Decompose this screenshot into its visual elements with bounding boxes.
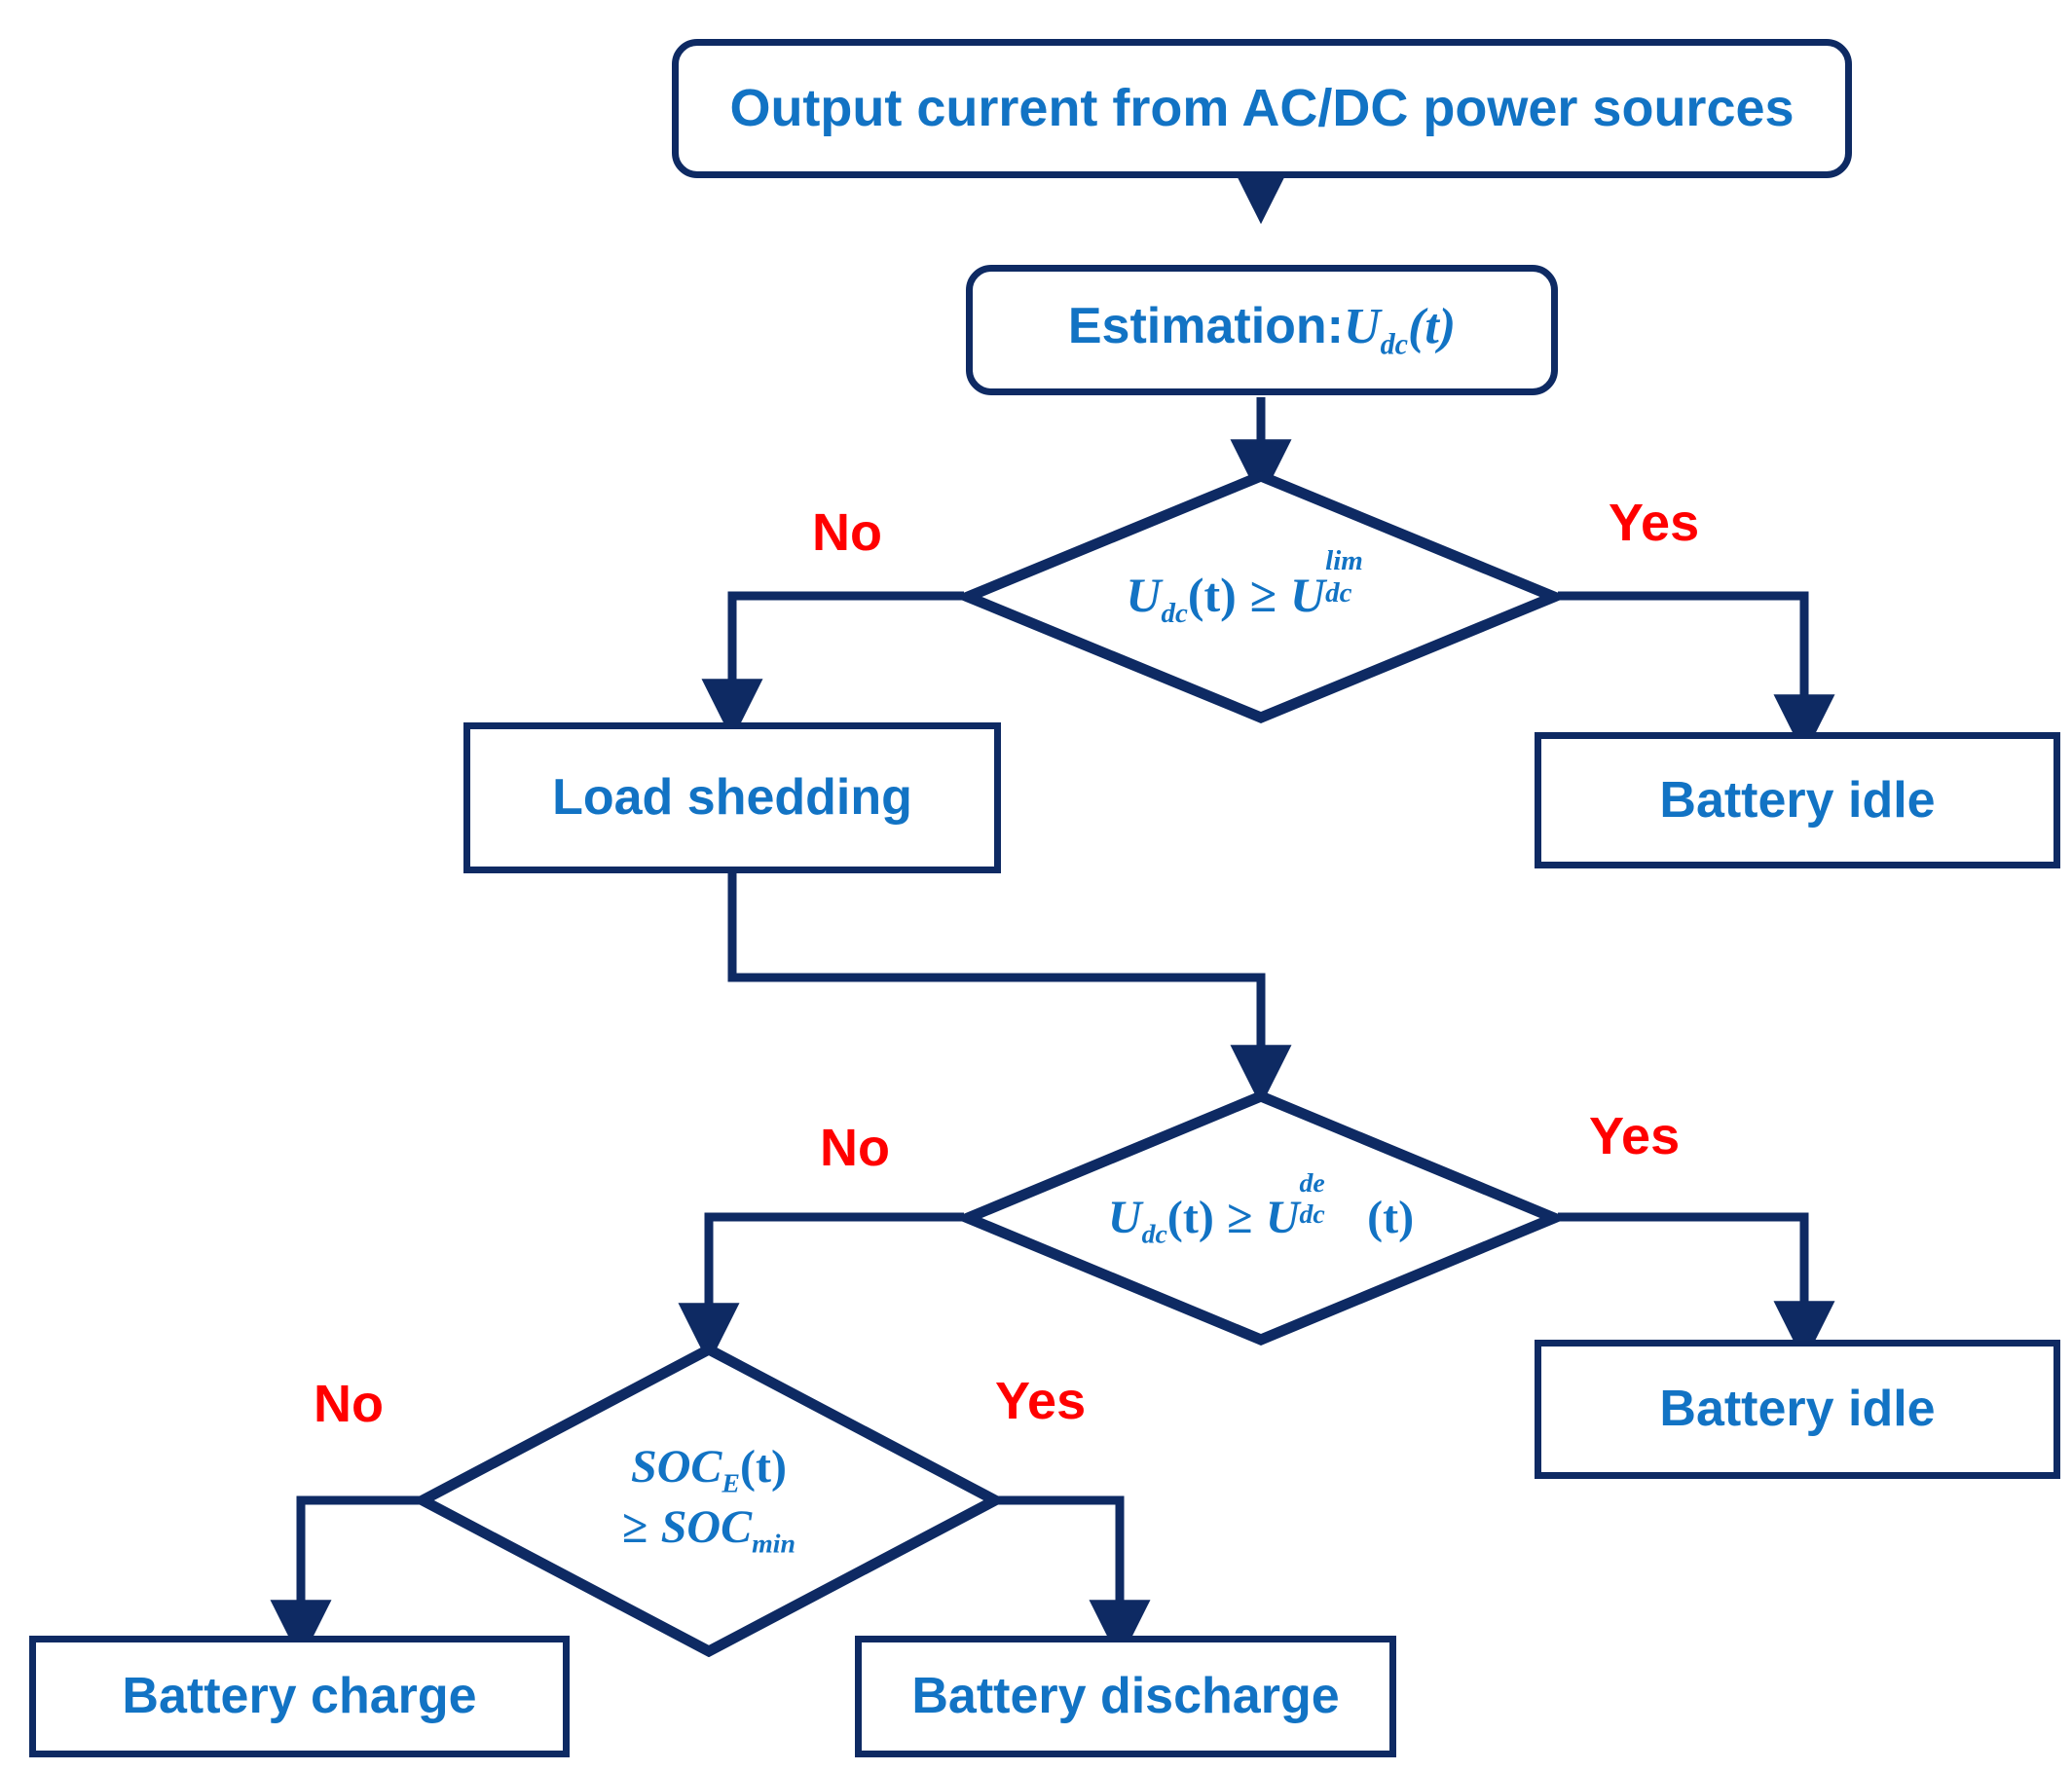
node-battery-idle-1[interactable]: Battery idle	[1535, 732, 2060, 868]
node-battery-idle-1-label: Battery idle	[1659, 771, 1936, 829]
node-load-shedding-label: Load shedding	[552, 769, 912, 827]
decision-3-label: SOCE(t) ≥ SOCmin	[417, 1344, 1001, 1657]
node-estimation-label: Estimation:Udc(t)	[1068, 300, 1456, 360]
d2-rhs-arg: (t)	[1367, 1191, 1415, 1243]
d3-l1-arg: (t)	[739, 1441, 787, 1494]
d1-rhs-sup: lim	[1325, 545, 1363, 577]
node-battery-charge-label: Battery charge	[122, 1668, 477, 1725]
estimation-prefix: Estimation:	[1067, 297, 1344, 354]
d1-rhs-var: U	[1290, 568, 1326, 623]
edge-decision2-no	[678, 1212, 964, 1365]
node-battery-charge[interactable]: Battery charge	[29, 1636, 570, 1757]
d2-rhs-sub: dc	[1299, 1199, 1325, 1231]
d3-l2-var: SOC	[660, 1501, 753, 1553]
d2-op: ≥	[1227, 1191, 1253, 1243]
branch-label-decision2-yes: Yes	[1589, 1107, 1681, 1165]
node-battery-discharge-label: Battery discharge	[911, 1668, 1340, 1725]
d2-rhs-var: U	[1265, 1191, 1300, 1243]
decision-3-shape	[417, 1344, 1001, 1657]
d3-l2-op: ≥	[622, 1501, 648, 1553]
d3-l2-sub: min	[752, 1529, 796, 1560]
d2-lhs-arg: (t)	[1166, 1191, 1214, 1243]
decision-2-shape	[962, 1090, 1560, 1346]
d1-lhs-var: U	[1126, 568, 1162, 623]
edge-decision3-no	[270, 1495, 421, 1662]
edge-decision2-yes	[1558, 1212, 1835, 1363]
d2-rhs-sup: de	[1299, 1168, 1325, 1199]
d2-lhs-var: U	[1107, 1191, 1142, 1243]
d1-rhs-sub: dc	[1325, 577, 1352, 609]
estimation-sub: dc	[1380, 327, 1409, 361]
d1-lhs-arg: (t)	[1187, 568, 1237, 623]
branch-label-decision3-yes: Yes	[995, 1372, 1087, 1430]
node-start[interactable]: Output current from AC/DC power sources	[672, 39, 1852, 178]
node-estimation[interactable]: Estimation:Udc(t)	[966, 265, 1558, 395]
d3-l1-sub: E	[722, 1468, 740, 1499]
edge-decision3-yes	[997, 1495, 1151, 1662]
d1-op: ≥	[1249, 568, 1277, 623]
d2-lhs-sub: dc	[1141, 1219, 1167, 1250]
edge-loadshedding-to-decision2	[727, 871, 1292, 1107]
node-start-label: Output current from AC/DC power sources	[729, 79, 1794, 138]
branch-label-decision3-no: No	[314, 1375, 384, 1433]
edge-decision1-no	[701, 591, 964, 741]
edge-decision1-yes	[1558, 591, 1835, 756]
decision-1-shape	[962, 470, 1560, 723]
node-decision-3[interactable]: SOCE(t) ≥ SOCmin	[417, 1344, 1001, 1657]
node-battery-idle-2-label: Battery idle	[1659, 1381, 1936, 1438]
branch-label-decision2-no: No	[820, 1119, 890, 1177]
estimation-arg: (t)	[1408, 298, 1457, 354]
branch-label-decision1-yes: Yes	[1609, 494, 1700, 552]
branch-label-decision1-no: No	[812, 503, 882, 562]
node-load-shedding[interactable]: Load shedding	[463, 722, 1001, 873]
estimation-var: U	[1344, 298, 1381, 354]
d3-l1-var: SOC	[631, 1441, 722, 1494]
node-battery-discharge[interactable]: Battery discharge	[855, 1636, 1396, 1757]
d1-lhs-sub: dc	[1161, 598, 1188, 630]
node-battery-idle-2[interactable]: Battery idle	[1535, 1340, 2060, 1479]
